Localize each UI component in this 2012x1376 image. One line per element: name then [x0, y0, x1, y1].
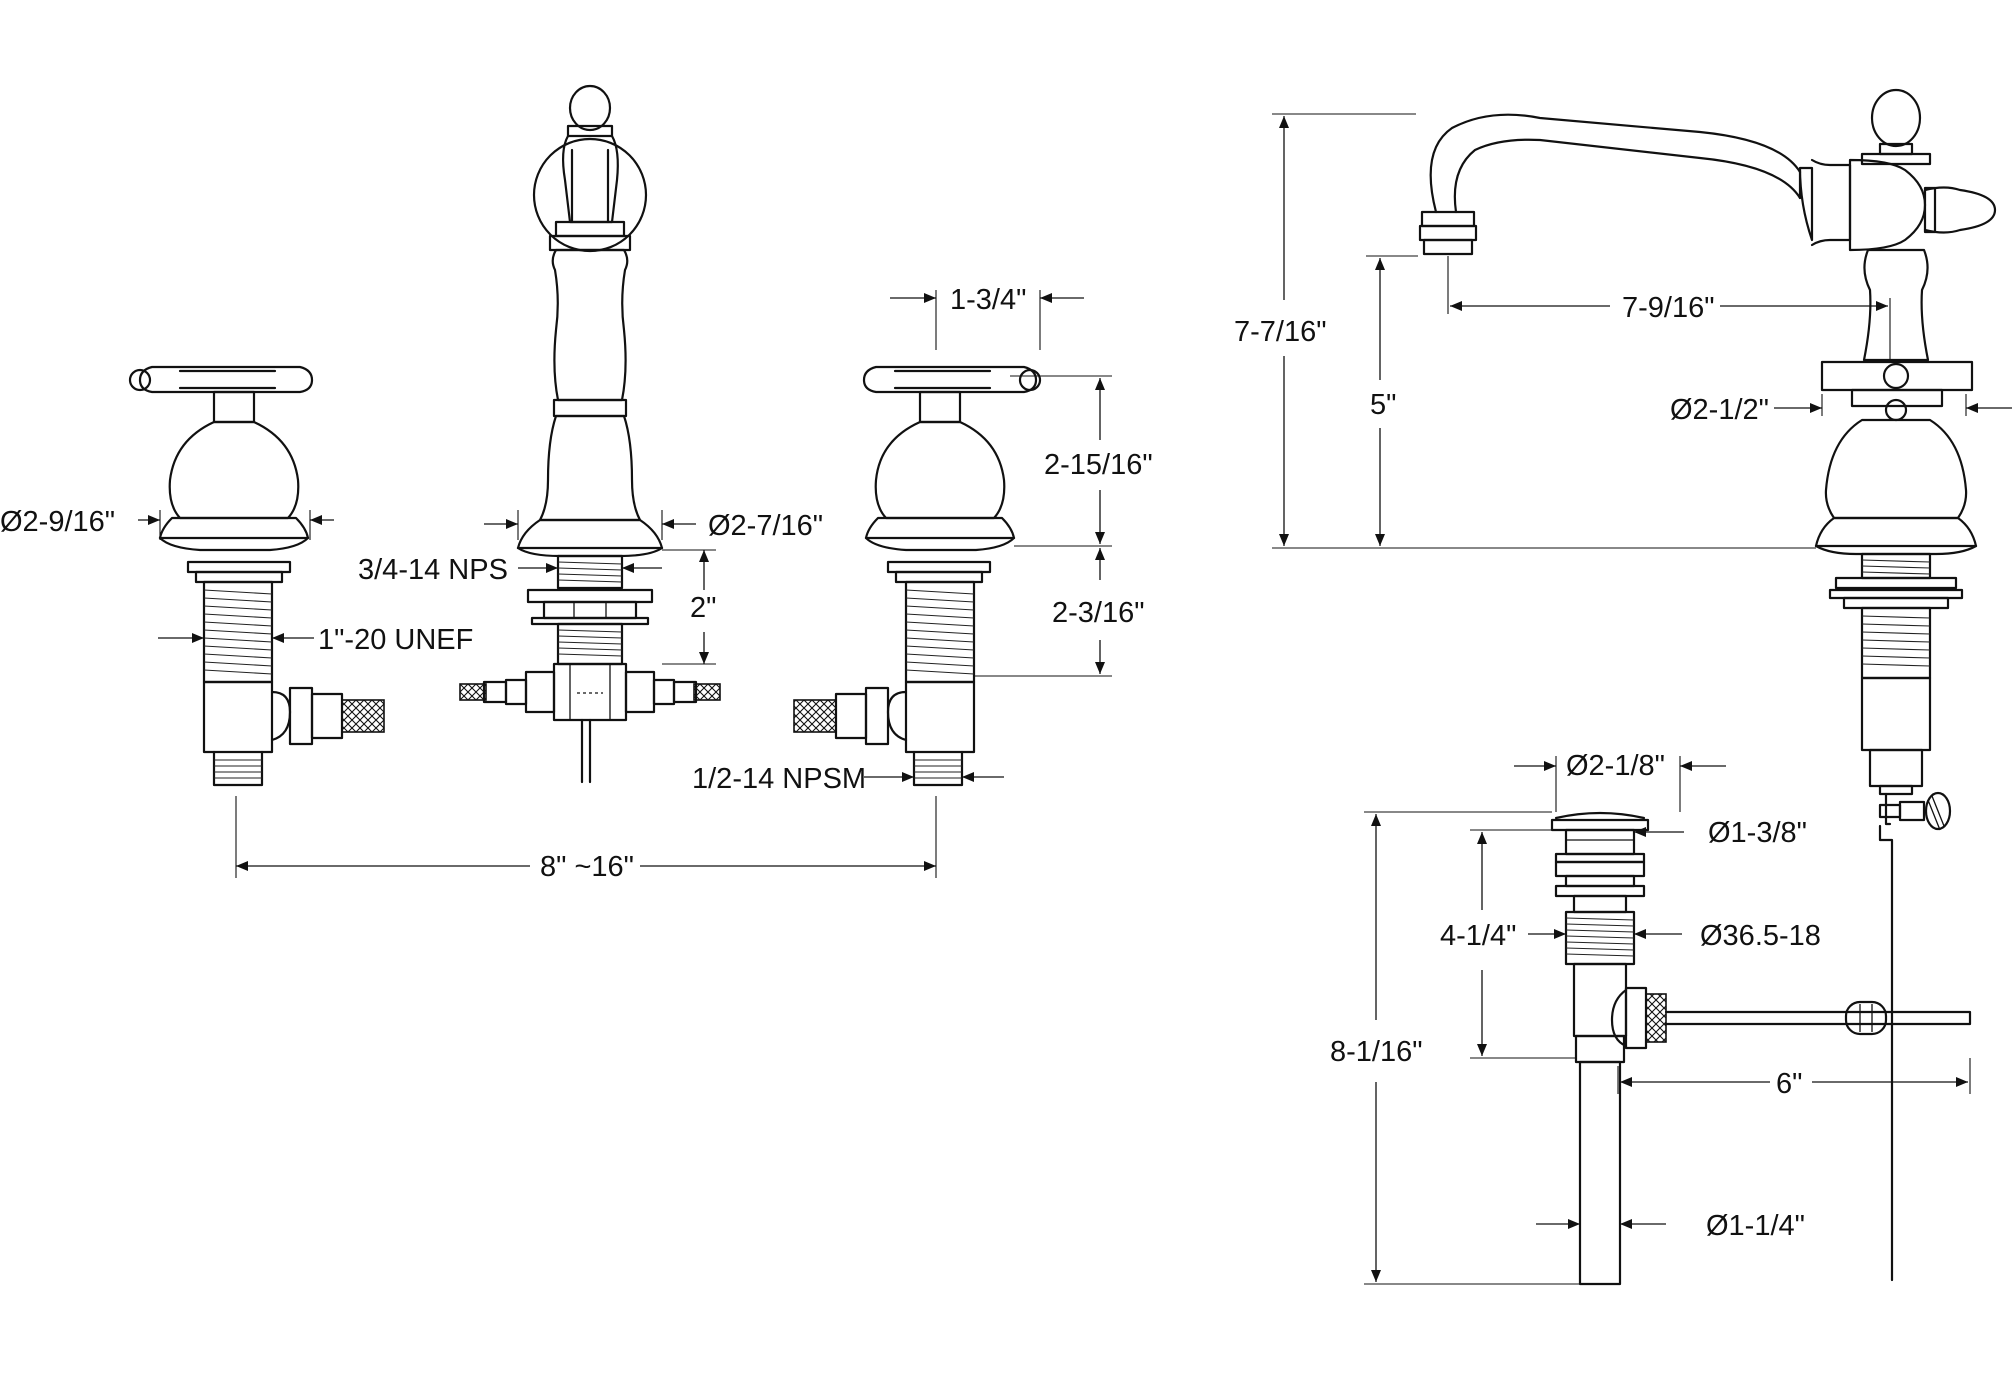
label-drain-body-height: 4-1/4"	[1440, 920, 1516, 952]
label-pivot-rod-length: 6"	[1776, 1068, 1802, 1100]
center-spout-front-view	[459, 84, 721, 784]
label-spout-clearance: 5"	[1370, 389, 1396, 421]
dimension-lines	[138, 113, 2012, 1285]
label-drain-thread: Ø36.5-18	[1700, 920, 1821, 952]
dimension-labels: Ø2-9/16" 1"-20 UNEF 3/4-14 NPS Ø2-7/16" …	[0, 284, 1821, 1242]
pop-up-drain-assembly	[1550, 811, 1972, 1286]
label-outlet-thread: 1/2-14 NPSM	[692, 763, 866, 795]
label-spout-base-diameter: Ø2-7/16"	[708, 510, 823, 542]
label-spout-thread: 3/4-14 NPS	[358, 554, 508, 586]
label-faucet-height: 7-7/16"	[1234, 316, 1327, 348]
label-spout-depth: 2"	[690, 592, 716, 624]
right-cross-handle-valve	[793, 365, 1042, 787]
label-handle-height: 2-15/16"	[1044, 449, 1153, 481]
label-valve-depth: 2-3/16"	[1052, 597, 1145, 629]
left-shank-threads	[203, 589, 273, 675]
label-drain-stopper-diameter: Ø1-3/8"	[1708, 817, 1807, 849]
label-drain-total-height: 8-1/16"	[1330, 1036, 1423, 1068]
label-handle-width: 1-3/4"	[950, 284, 1026, 316]
label-spread: 8" ~16"	[540, 851, 634, 883]
label-tailpiece-diameter: Ø1-1/4"	[1706, 1210, 1805, 1242]
label-shank-thread: 1"-20 UNEF	[318, 624, 473, 656]
left-cross-handle-valve	[128, 365, 385, 787]
faucet-side-view	[1418, 88, 1997, 1282]
label-spout-reach: 7-9/16"	[1622, 292, 1715, 324]
label-spout-body-diameter: Ø2-1/2"	[1670, 394, 1769, 426]
label-drain-flange-diameter: Ø2-1/8"	[1566, 750, 1665, 782]
label-handle-diameter: Ø2-9/16"	[0, 506, 115, 538]
